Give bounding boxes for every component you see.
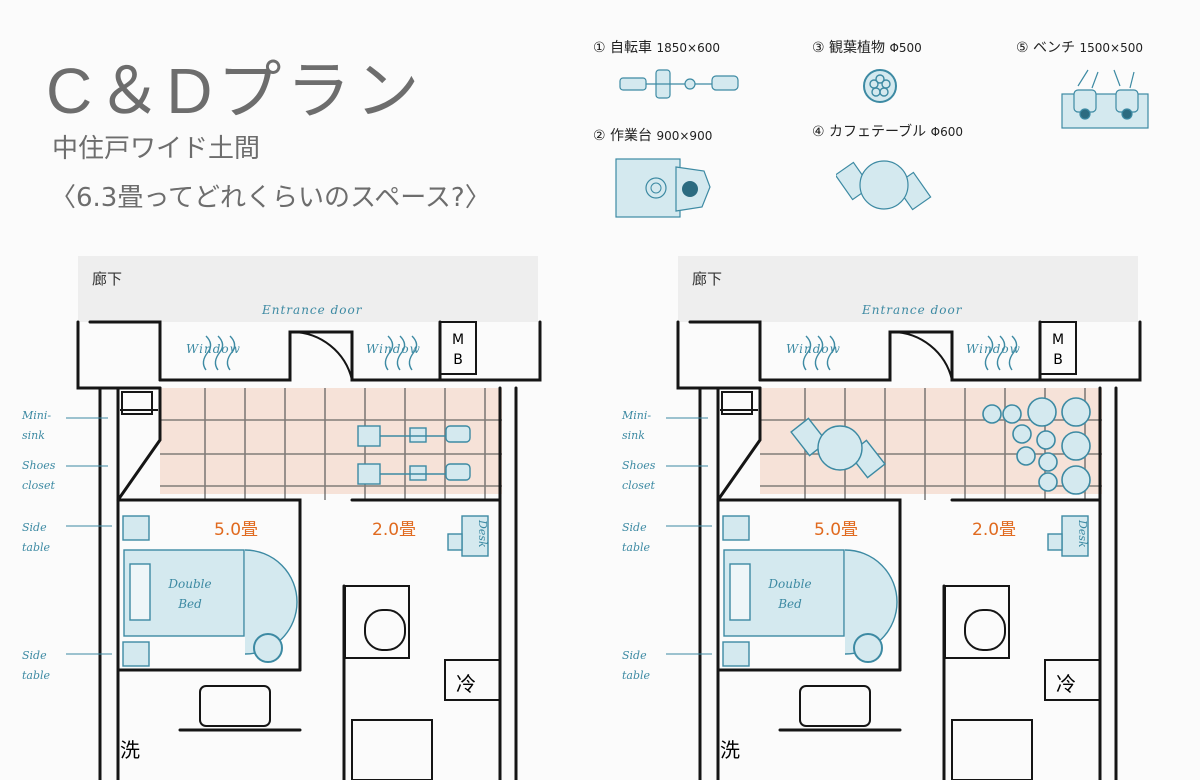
legend-size: 1850×600 xyxy=(656,41,720,55)
mini-sink-label: Mini-sink xyxy=(22,409,52,442)
page-subtitle: 中住戸ワイド土間 xyxy=(52,134,261,164)
workbench-icon xyxy=(615,158,711,218)
legend-number: ① xyxy=(593,40,606,56)
legend-name: 自転車 xyxy=(610,40,653,56)
legend-number: ③ xyxy=(812,40,825,56)
legend-size: 900×900 xyxy=(656,129,713,143)
window-label: Window xyxy=(786,342,841,356)
legend-number: ② xyxy=(593,128,606,144)
page-title: C＆Dプラン xyxy=(46,55,425,127)
window-label: Window xyxy=(366,342,421,356)
legend-item-plant: ③ 観葉植物 Φ500 xyxy=(812,37,922,57)
legend-size: Φ500 xyxy=(889,41,922,55)
legend-size: Φ600 xyxy=(930,125,963,139)
corridor-label: 廊下 xyxy=(692,270,723,288)
fridge-label: 冷 xyxy=(1056,672,1076,696)
mini-sink-label: Mini-sink xyxy=(622,409,652,442)
legend-item-cafe-table: ④ カフェテーブル Φ600 xyxy=(812,121,963,141)
entrance-door-label: Entrance door xyxy=(862,303,963,317)
washroom-label: 洗 xyxy=(720,738,740,762)
fridge-label: 冷 xyxy=(456,672,476,696)
area-label-main: 5.0畳 xyxy=(214,520,259,540)
double-bed-label: Double Bed xyxy=(768,577,812,611)
floor-plan-drawing xyxy=(66,256,542,780)
legend-item-bench: ⑤ ベンチ 1500×500 xyxy=(1016,37,1143,57)
double-bed-label: Double Bed xyxy=(168,577,212,611)
mb-label: M B xyxy=(451,332,465,368)
mb-label: M B xyxy=(1051,332,1065,368)
area-label-small: 2.0畳 xyxy=(972,520,1017,540)
cafe-table-icon xyxy=(836,160,932,211)
floor-plan-bicycle: 廊下 Entrance door Window Window M B Mini-… xyxy=(0,250,542,780)
legend-name: カフェテーブル xyxy=(829,124,927,140)
legend-number: ⑤ xyxy=(1016,40,1029,56)
legend-item-workbench: ② 作業台 900×900 xyxy=(593,125,712,145)
desk-label: Desk xyxy=(476,520,489,548)
legend-name: ベンチ xyxy=(1033,40,1076,56)
floor-plan-drawing xyxy=(666,256,1142,780)
side-table-label: Side table xyxy=(622,521,651,554)
washroom-label: 洗 xyxy=(120,738,140,762)
window-label: Window xyxy=(966,342,1021,356)
desk-label: Desk xyxy=(1076,520,1089,548)
bicycle-icon xyxy=(619,69,739,99)
shoes-closet-label: Shoes closet xyxy=(622,459,656,492)
area-label-small: 2.0畳 xyxy=(372,520,417,540)
bench-icon xyxy=(1061,69,1149,129)
side-table-label: Side table xyxy=(622,649,651,682)
legend-name: 観葉植物 xyxy=(829,40,886,56)
legend-size: 1500×500 xyxy=(1079,41,1143,55)
shoes-closet-label: Shoes closet xyxy=(22,459,56,492)
legend-number: ④ xyxy=(812,124,825,140)
area-label-main: 5.0畳 xyxy=(814,520,859,540)
floor-plan-cafe: 廊下 Entrance door Window Window M B Mini-… xyxy=(600,250,1142,780)
side-table-label: Side table xyxy=(22,521,51,554)
legend-item-bicycle: ① 自転車 1850×600 xyxy=(593,37,720,57)
legend-name: 作業台 xyxy=(610,128,653,144)
entrance-door-label: Entrance door xyxy=(262,303,363,317)
page-question: 〈6.3畳ってどれくらいのスペース?〉 xyxy=(50,183,491,213)
corridor-label: 廊下 xyxy=(92,270,123,288)
side-table-label: Side table xyxy=(22,649,51,682)
window-label: Window xyxy=(186,342,241,356)
plant-icon xyxy=(863,69,897,103)
